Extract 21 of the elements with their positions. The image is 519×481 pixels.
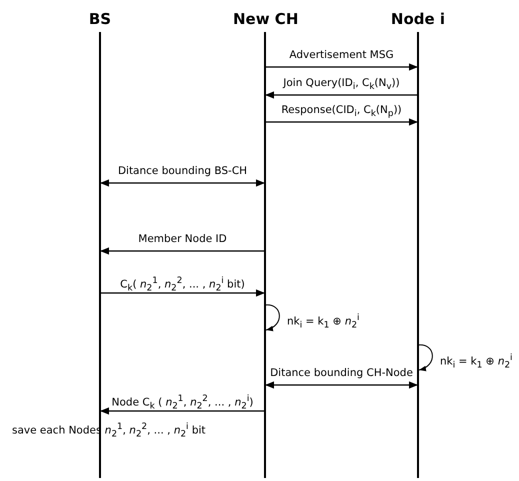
message-label: C$_{k}$( n$_{2}$$^{1}$, n$_{2}$$^{2}$, ... , n$_{2}$$^{i}$ bit) [120, 275, 245, 296]
message-label: Node C$_{k}$ ( n$_{2}$$^{1}$, n$_{2}$$^{2}$, ... , n$_{2}$$^{i}$) [112, 393, 254, 414]
message-arrow [265, 118, 418, 126]
lifeline-header: BS [88, 10, 112, 28]
message-label: Advertisement MSG [289, 48, 394, 62]
message-label: Ditance bounding BS-CH [118, 164, 248, 178]
message-label: Ditance bounding CH-Node [270, 366, 413, 380]
message-label: Response(CID$_{i}$, C$_{k}$(N$_{p}$)) [281, 103, 402, 122]
lifeline-header: Node i [390, 10, 446, 28]
message-arrow [100, 247, 265, 255]
message-label: Member Node ID [138, 232, 227, 246]
message-arrow [100, 407, 265, 415]
message-arrow [265, 381, 418, 389]
self-arrow [418, 344, 433, 371]
message-label: Join Query(ID$_{i}$, C$_{k}$(N$_{v}$)) [283, 76, 400, 94]
message-arrow [265, 63, 418, 71]
message-arrow [265, 91, 418, 99]
lifeline-header: New CH [233, 10, 297, 28]
self-arrow [264, 304, 280, 331]
message-arrow [100, 289, 265, 297]
message-arrow [100, 179, 265, 187]
